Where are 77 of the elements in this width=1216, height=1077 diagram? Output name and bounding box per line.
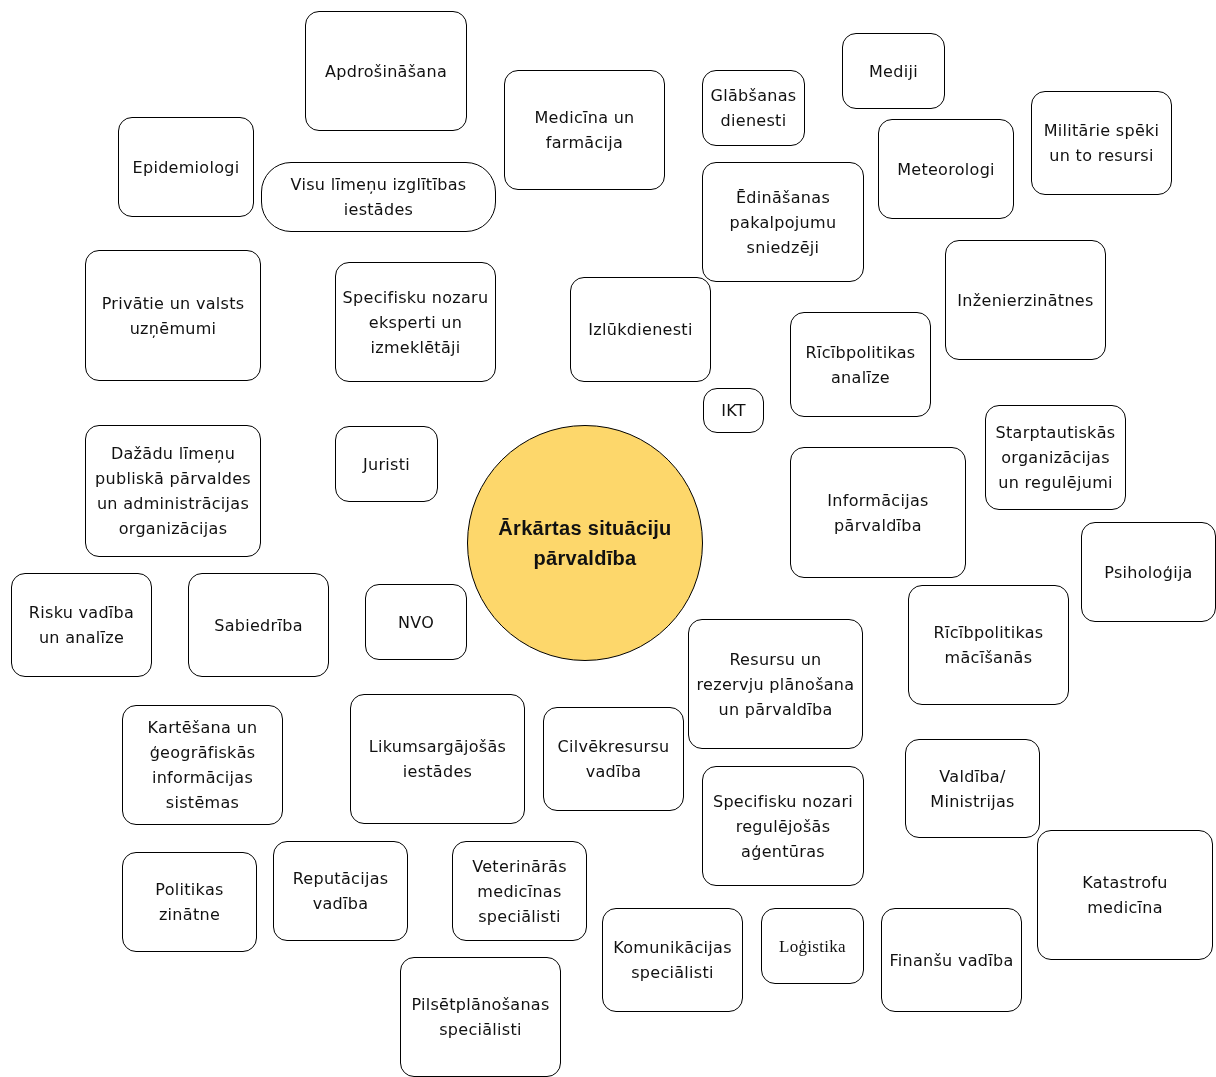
topic-label: Informācijas pārvaldība xyxy=(826,489,930,537)
topic-box xyxy=(350,694,525,824)
topic-box xyxy=(1081,522,1216,622)
topic-label: Privātie un valsts uzņēmumi xyxy=(100,292,246,340)
topic-box xyxy=(602,908,743,1012)
topic-label: Kartēšana un ģeogrāfiskās informācijas sistēmas xyxy=(146,717,259,814)
topic-label: Ēdināšanas pakalpojumu sniedzēji xyxy=(728,186,838,259)
topic-label: Loģistika xyxy=(779,935,846,958)
topic-box xyxy=(273,841,408,941)
topic-box xyxy=(881,908,1022,1012)
topic-box xyxy=(1031,91,1172,195)
topic-label: Visu līmeņu izglītības iestādes xyxy=(289,174,468,221)
topic-box xyxy=(400,957,561,1077)
topic-box xyxy=(188,573,329,677)
topic-box xyxy=(85,250,261,381)
topic-label: Inženierzinātnes xyxy=(957,289,1094,312)
topic-box xyxy=(305,11,467,131)
topic-label: Apdrošināšana xyxy=(325,60,447,83)
topic-label: Veterinārās medicīnas speciālisti xyxy=(471,855,568,928)
topic-label: Meteorologi xyxy=(897,158,995,181)
topic-label: Glābšanas dienesti xyxy=(709,85,798,132)
topic-box xyxy=(761,908,864,984)
topic-label: Izlūkdienesti xyxy=(588,319,693,341)
topic-box xyxy=(688,619,863,749)
topic-label: Cilvēkresursu vadība xyxy=(556,736,671,783)
topic-label: Specifisku nozari regulējošās aģentūras xyxy=(711,790,855,863)
topic-box xyxy=(790,447,966,578)
topic-label: Rīcībpolitikas analīze xyxy=(804,341,917,389)
topic-label: Komunikācijas speciālisti xyxy=(612,937,733,984)
topic-box xyxy=(570,277,711,382)
topic-box xyxy=(122,705,283,825)
topic-box xyxy=(908,585,1069,705)
topic-box xyxy=(945,240,1106,360)
topic-label: Specifisku nozaru eksperti un izmeklētāji xyxy=(342,286,489,359)
topic-label: Medicīna un farmācija xyxy=(533,107,636,154)
topic-box xyxy=(261,162,496,232)
topic-box xyxy=(702,162,864,282)
topic-label: Sabiedrība xyxy=(214,614,303,637)
topic-box xyxy=(842,33,945,109)
topic-label: NVO xyxy=(397,611,435,634)
topic-box xyxy=(985,405,1126,510)
topic-box xyxy=(702,70,805,146)
topic-box xyxy=(504,70,665,190)
topic-label: Pilsētplānošanas speciālisti xyxy=(410,994,551,1041)
topic-box xyxy=(365,584,467,660)
topic-box xyxy=(118,117,254,217)
topic-label: Reputācijas vadība xyxy=(291,868,390,915)
topic-label: Epidemiologi xyxy=(132,156,240,179)
topic-box xyxy=(85,425,261,557)
topic-box xyxy=(905,739,1040,838)
topic-box xyxy=(703,388,764,433)
topic-label: Risku vadība un analīze xyxy=(27,602,136,649)
central-title: Ārkārtas situāciju pārvaldība xyxy=(497,516,673,571)
topic-box xyxy=(11,573,152,677)
topic-label: Mediji xyxy=(869,60,918,83)
topic-box xyxy=(878,119,1014,219)
topic-label: Starptautiskās organizācijas un regulējumi xyxy=(994,422,1117,494)
topic-box xyxy=(335,426,438,502)
topic-label: IKT xyxy=(721,400,746,422)
topic-box xyxy=(122,852,257,952)
topic-box xyxy=(452,841,587,941)
topic-label: Rīcībpolitikas mācīšanās xyxy=(932,622,1045,669)
topic-label: Juristi xyxy=(362,453,410,476)
topic-label: Psiholoģija xyxy=(1104,561,1193,584)
topic-label: Resursu un rezervju plānošana un pārvaldība xyxy=(695,648,856,721)
topic-label: Dažādu līmeņu publiskā pārvaldes un administrācijas organizācijas xyxy=(94,443,252,540)
topic-label: Finanšu vadība xyxy=(889,949,1014,972)
topic-box xyxy=(1037,830,1213,960)
topic-box xyxy=(790,312,931,417)
topic-label: Likumsargājošās iestādes xyxy=(367,736,508,783)
topic-label: Militārie spēki un to resursi xyxy=(1042,120,1161,167)
topic-label: Katastrofu medicīna xyxy=(1081,872,1169,919)
topic-box xyxy=(702,766,864,886)
topic-box xyxy=(543,707,684,811)
topic-label: Politikas zinātne xyxy=(154,879,225,926)
topic-label: Valdība/ Ministrijas xyxy=(929,765,1016,813)
topic-box xyxy=(335,262,496,382)
